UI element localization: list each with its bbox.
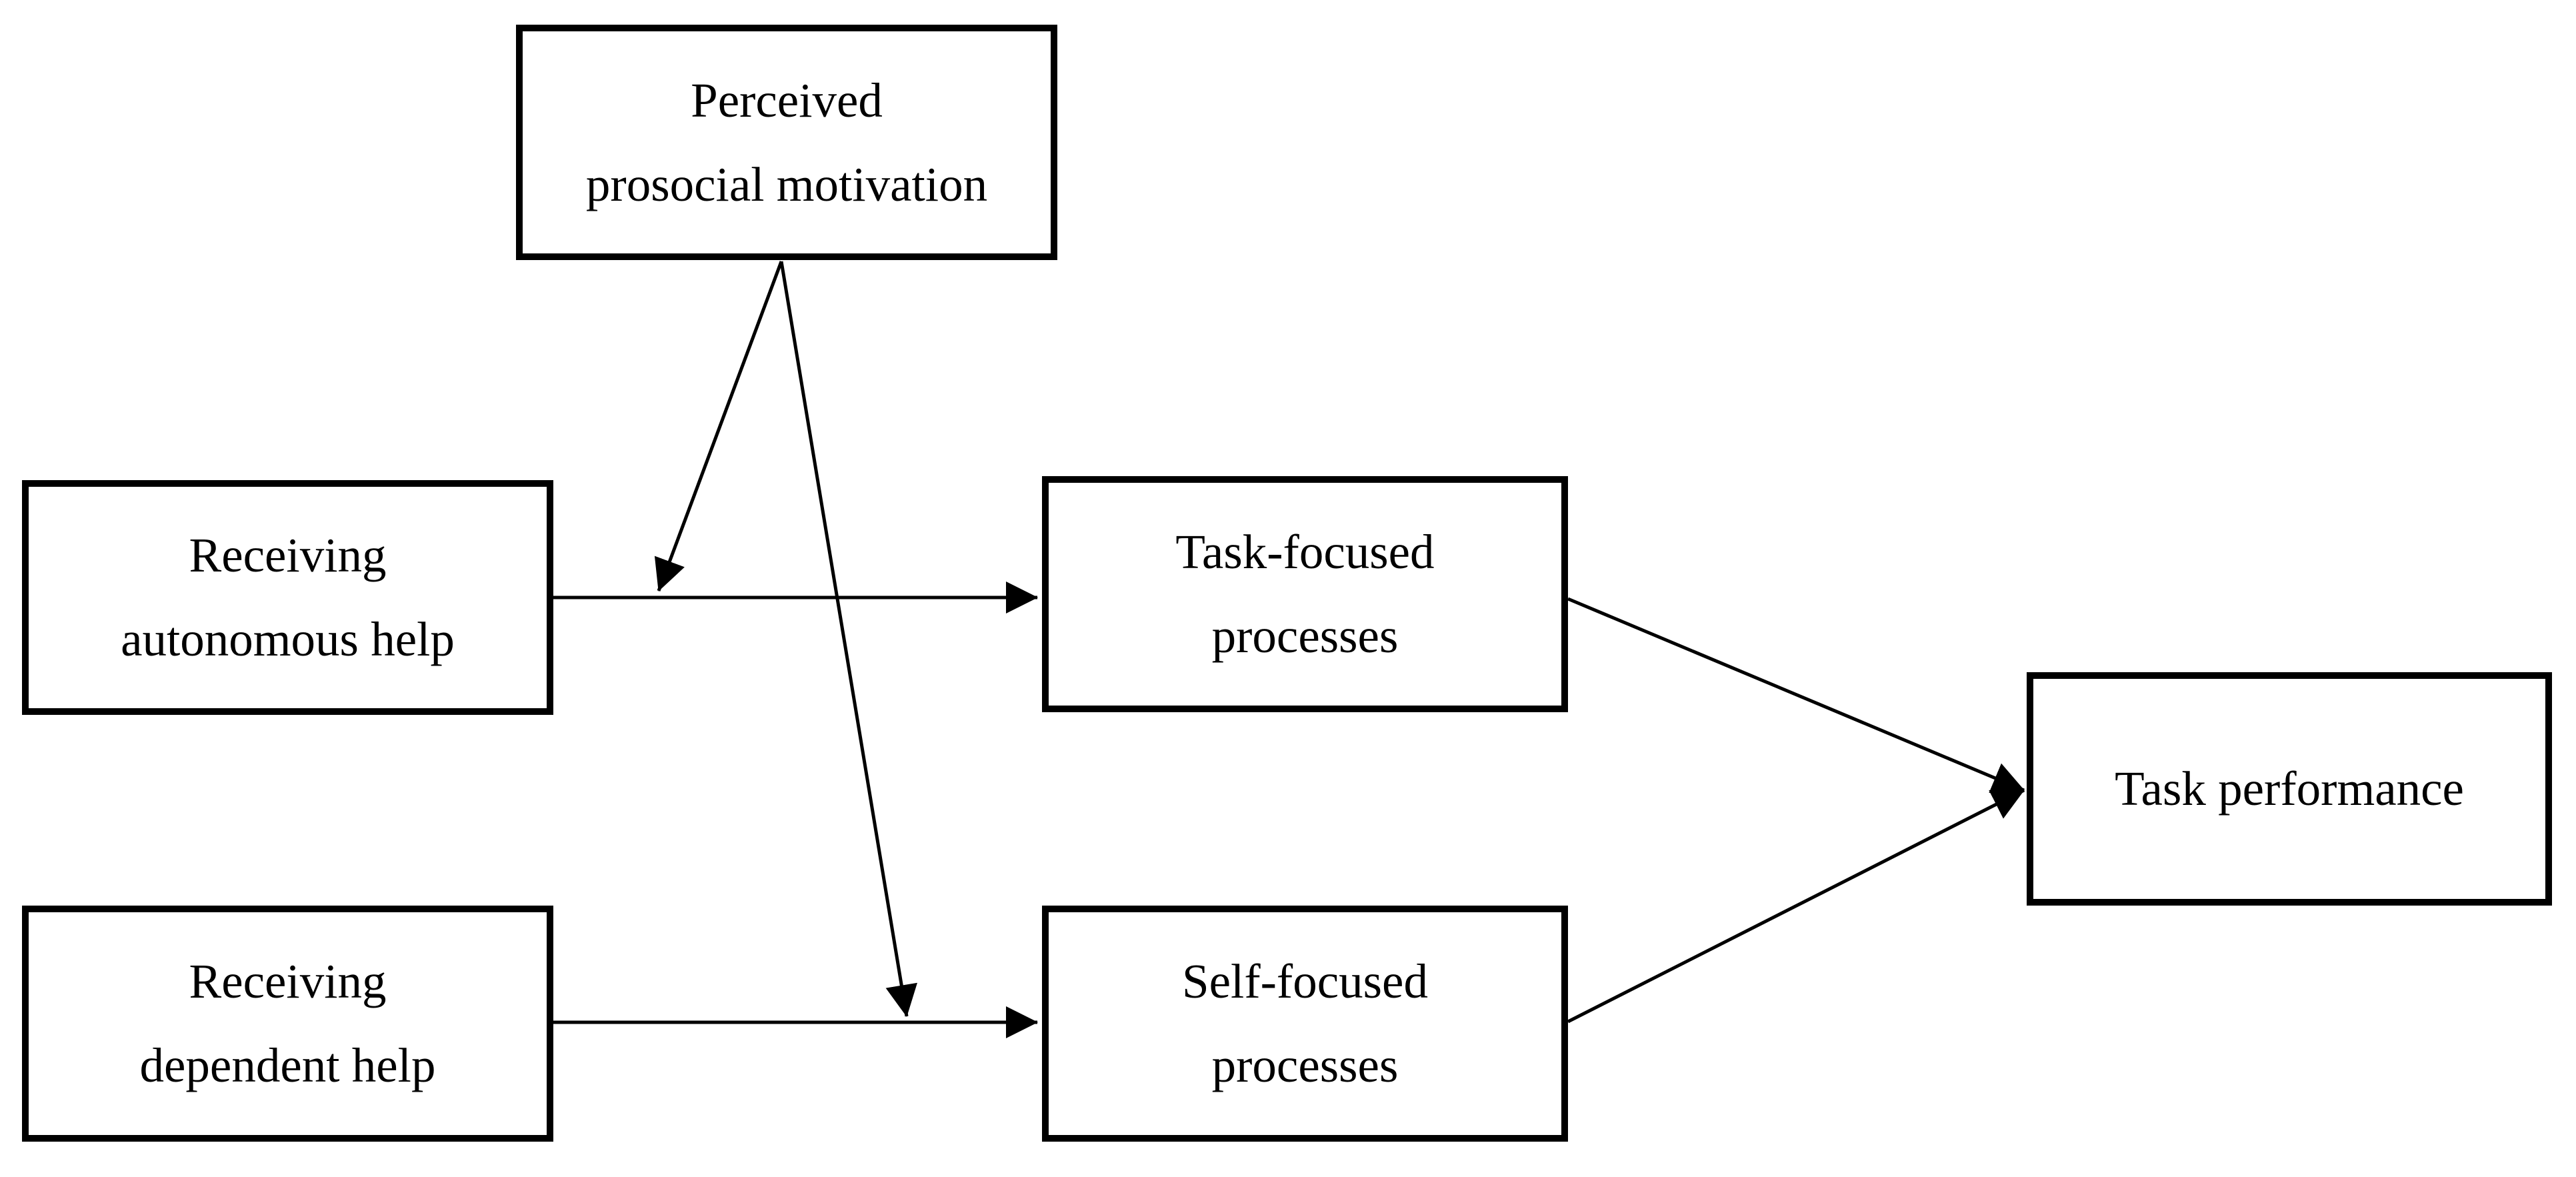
edge-self-focused-to-performance — [1567, 788, 2025, 1024]
node-label-line: processes — [1211, 609, 1399, 663]
node-task-performance: Task performance — [2027, 672, 2552, 906]
edge-moderation-upper — [654, 261, 783, 592]
node-task-focused-processes: Task-focused processes — [1042, 476, 1568, 712]
node-self-focused-processes: Self-focused processes — [1042, 906, 1568, 1142]
node-label-line: dependent help — [139, 1038, 436, 1092]
node-receiving-autonomous-help: Receiving autonomous help — [22, 480, 553, 715]
node-label-line: prosocial motivation — [585, 157, 988, 211]
node-label-line: processes — [1211, 1038, 1399, 1092]
node-label-line: Perceived — [691, 73, 883, 127]
node-label-line: Self-focused — [1182, 954, 1428, 1008]
node-label-line: Task performance — [2115, 762, 2464, 816]
node-label-line: Receiving — [189, 528, 387, 582]
edge-moderation-lower — [779, 261, 917, 1017]
node-label-line: Receiving — [189, 954, 387, 1008]
node-label-line: Task-focused — [1175, 525, 1435, 579]
edge-task-focused-to-performance — [1567, 597, 2025, 793]
node-receiving-dependent-help: Receiving dependent help — [22, 906, 553, 1142]
node-label-line: autonomous help — [121, 612, 455, 666]
node-perceived-prosocial-motivation: Perceived prosocial motivation — [516, 25, 1057, 260]
